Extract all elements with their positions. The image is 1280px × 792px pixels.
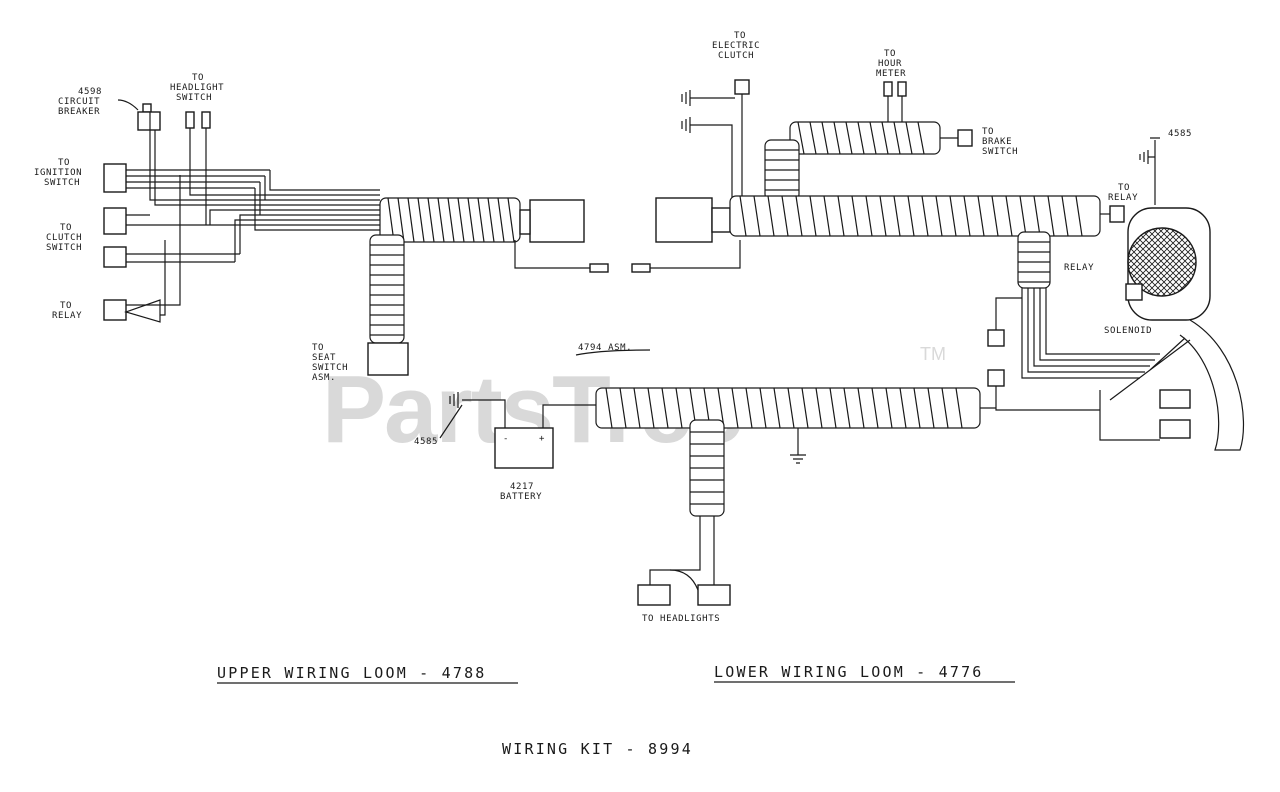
circuit-breaker-label-2: CIRCUIT: [58, 97, 100, 107]
upper-coil-loom: [379, 197, 585, 243]
battery-label-2: BATTERY: [500, 492, 542, 502]
part-4585-right-label: 4585: [1168, 129, 1192, 139]
relay-label: RELAY: [1064, 263, 1094, 273]
solenoid-label: SOLENOID: [1104, 326, 1152, 336]
relay-left-label-2: RELAY: [52, 311, 82, 321]
battery-label-1: 4217: [510, 482, 534, 492]
captions: UPPER WIRING LOOM - 4788 LOWER WIRING LO…: [217, 663, 1015, 758]
starter-motor: [1099, 137, 1245, 451]
ignition-label-3: SWITCH: [44, 178, 80, 188]
seat-label-2: SEAT: [312, 353, 336, 363]
seat-label-1: TO: [312, 343, 324, 353]
headlight-switch-label-2: HEADLIGHT: [170, 83, 224, 93]
lower-main-coil: [655, 195, 1125, 243]
headlights-label: TO HEADLIGHTS: [642, 614, 720, 624]
electric-clutch-label-3: CLUTCH: [718, 51, 754, 61]
ignition-label-1: TO: [58, 158, 70, 168]
headlight-coil: [637, 419, 731, 606]
wiring-kit-caption: WIRING KIT - 8994: [502, 740, 693, 758]
circuit-breaker-label-1: 4598: [78, 87, 102, 97]
svg-text:TM: TM: [920, 344, 946, 364]
lower-wiring-loom: [439, 79, 1245, 606]
battery: [439, 392, 596, 469]
relay-right-label-2: RELAY: [1108, 193, 1138, 203]
brake-label-3: SWITCH: [982, 147, 1018, 157]
hour-meter-label-3: METER: [876, 69, 906, 79]
circuit-breaker-label-3: BREAKER: [58, 107, 100, 117]
asm-4794-label: 4794 ASM.: [578, 343, 632, 353]
upper-loom-caption: UPPER WIRING LOOM - 4788: [217, 664, 487, 682]
battery-minus: -: [503, 434, 509, 444]
relay-left-label-1: TO: [60, 301, 72, 311]
clutch-label-3: SWITCH: [46, 243, 82, 253]
headlight-switch-label-1: TO: [192, 73, 204, 83]
seat-label-3: SWITCH: [312, 363, 348, 373]
lower-loom-caption: LOWER WIRING LOOM - 4776: [714, 663, 984, 681]
headlight-switch-label-3: SWITCH: [176, 93, 212, 103]
seat-switch-coil: [367, 234, 409, 376]
clutch-label-2: CLUTCH: [46, 233, 82, 243]
asm-4794-coil: [575, 349, 996, 464]
brake-label-1: TO: [982, 127, 994, 137]
clutch-label-1: TO: [60, 223, 72, 233]
electric-clutch-label-2: ELECTRIC: [712, 41, 760, 51]
upper-wiring-loom: [103, 99, 741, 376]
labels: 4598 CIRCUIT BREAKER TO HEADLIGHT SWITCH…: [34, 31, 1192, 624]
relay-coil: [987, 231, 1160, 411]
clutch-switch-connector: [103, 207, 240, 268]
relay-connector-left: [103, 175, 181, 323]
electric-clutch-label-1: TO: [734, 31, 746, 41]
circuit-breaker-connector: [117, 99, 161, 131]
seat-label-4: ASM.: [312, 373, 336, 383]
relay-right-label-1: TO: [1118, 183, 1130, 193]
electric-clutch-connector: [681, 79, 750, 200]
ignition-label-2: IGNITION: [34, 168, 82, 178]
ignition-switch-connector: [103, 163, 270, 193]
hour-meter-label-2: HOUR: [878, 59, 902, 69]
brake-switch-coil: [764, 121, 973, 201]
hour-meter-connectors: [883, 81, 907, 122]
brake-label-2: BRAKE: [982, 137, 1012, 147]
hour-meter-label-1: TO: [884, 49, 896, 59]
part-4585-left-label: 4585: [414, 437, 438, 447]
headlight-switch-connectors: [185, 111, 211, 225]
battery-plus: +: [539, 434, 545, 444]
